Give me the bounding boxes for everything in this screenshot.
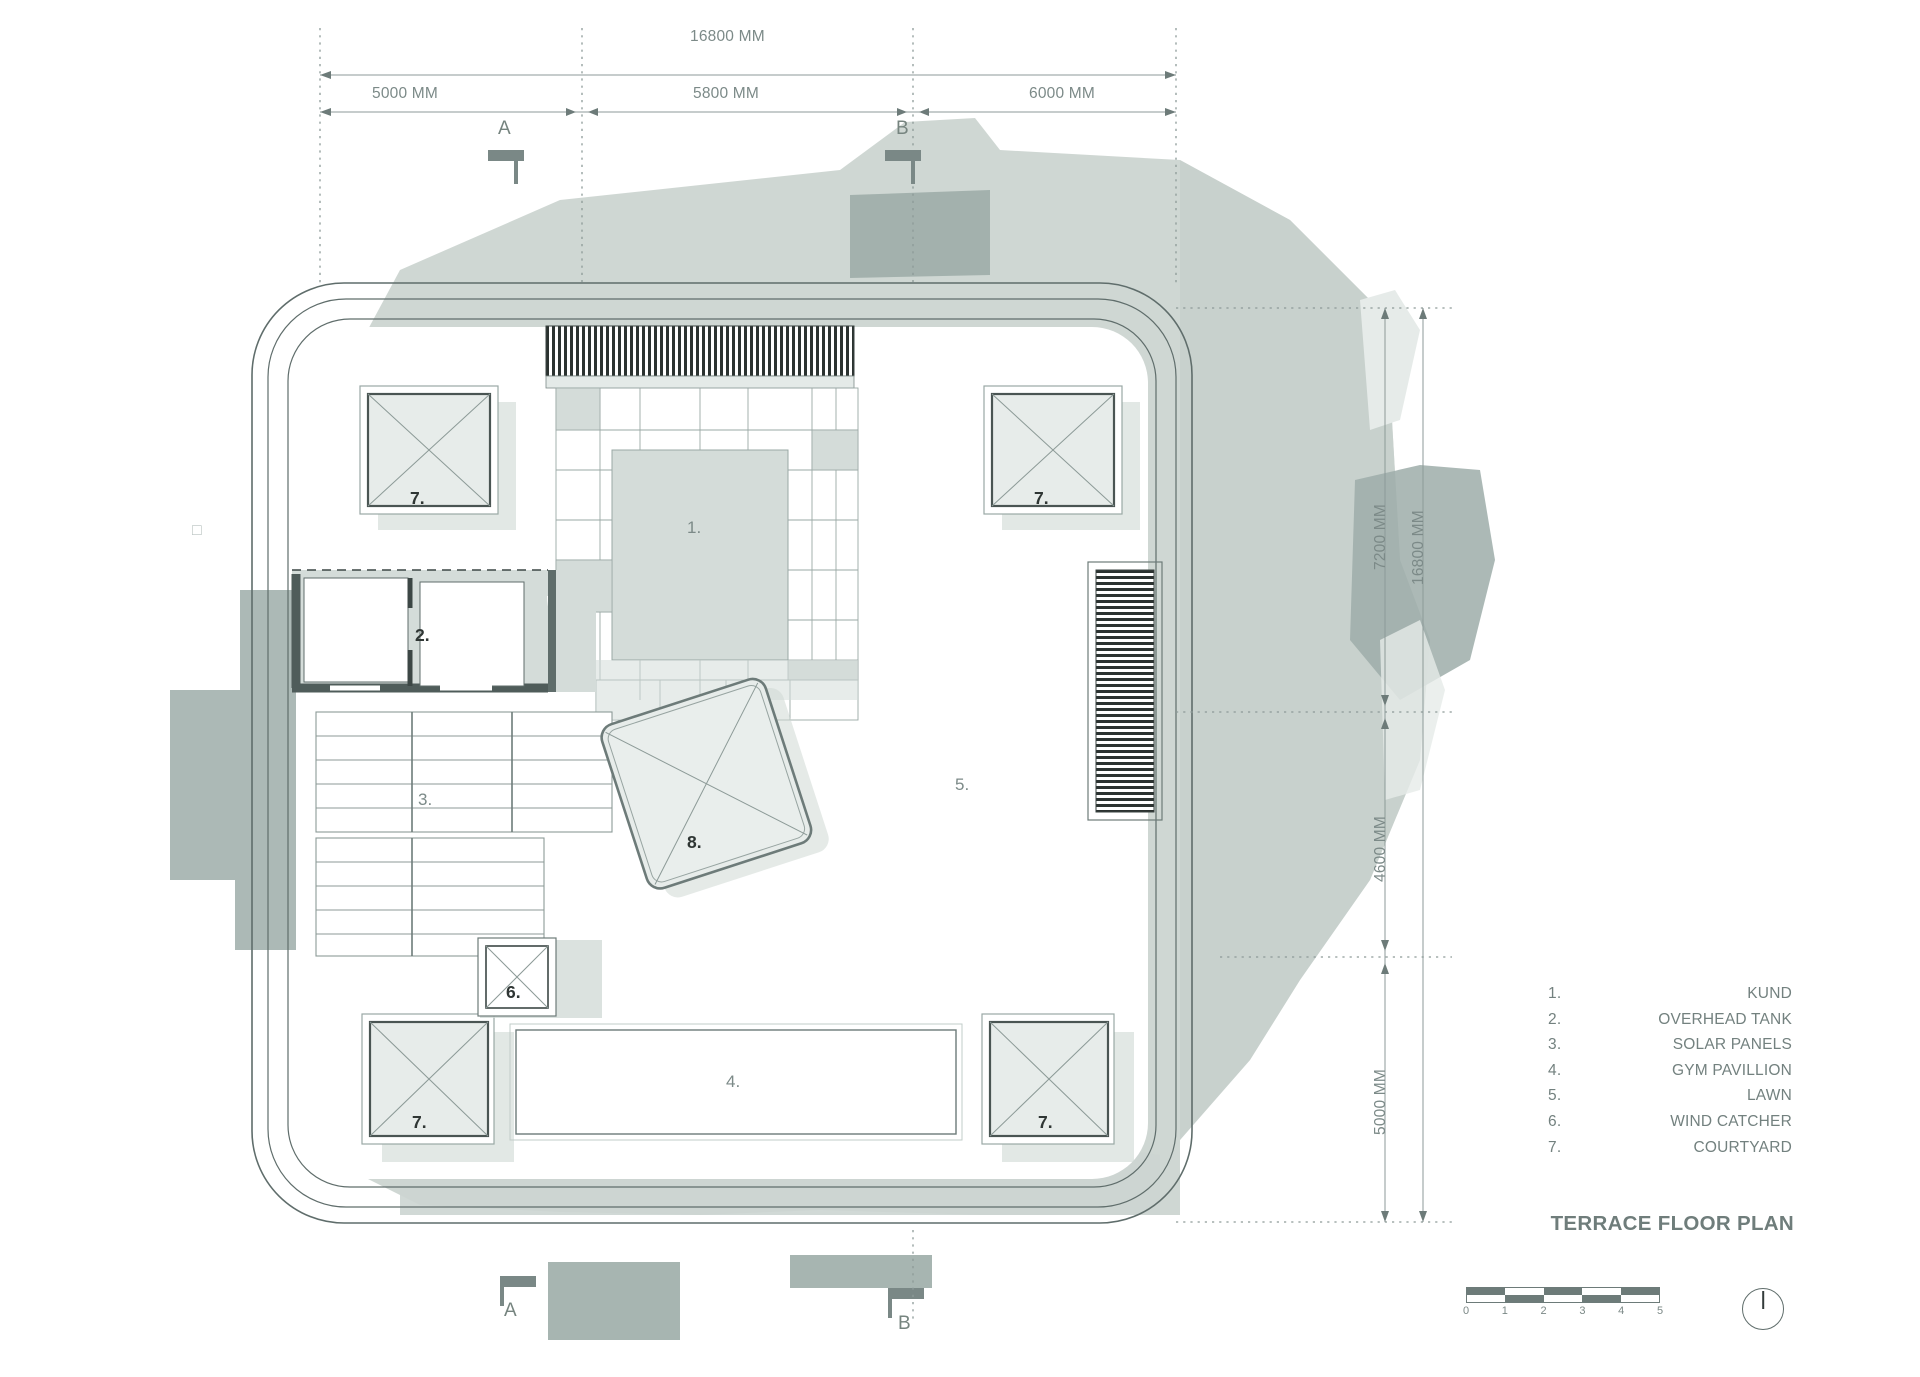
room-tag-wind-catcher: 6.	[506, 982, 521, 1002]
courtyard-sw	[361, 1013, 514, 1162]
room-tag-overhead-tank: 2.	[415, 625, 430, 645]
pergola-louvres-north	[545, 325, 855, 389]
room-tag-courtyard-nw: 7.	[410, 488, 425, 508]
legend-item-2: 2. OVERHEAD TANK	[1548, 1007, 1792, 1033]
legend-item-7-number: 7.	[1548, 1138, 1562, 1156]
section-markers	[488, 150, 924, 1320]
scale-cell	[1466, 1295, 1505, 1303]
legend: 1. KUND 2. OVERHEAD TANK 3. SOLAR PANELS…	[1548, 981, 1792, 1160]
room-tag-lawn: 5.	[955, 775, 970, 794]
louvre-screen-east	[1087, 561, 1163, 821]
scale-cell	[1543, 1287, 1583, 1295]
scale-cell	[1621, 1295, 1660, 1303]
legend-item-1: 1. KUND	[1548, 981, 1792, 1007]
grid-letter-a-top: A	[498, 118, 511, 139]
scale-bar-graphic	[1466, 1287, 1660, 1303]
north-arrow-icon	[1742, 1288, 1784, 1330]
dim-top-seg-1: 5000 MM	[372, 85, 439, 102]
scale-cell	[1582, 1295, 1622, 1303]
legend-item-1-label: KUND	[1747, 985, 1792, 1002]
north-arrow-needle	[1762, 1291, 1764, 1309]
legend-item-2-number: 2.	[1548, 1010, 1562, 1028]
plot-boundary-rings	[251, 282, 1193, 1224]
dim-right-overall: 16800 MM	[1410, 510, 1427, 585]
legend-item-1-number: 1.	[1548, 985, 1562, 1002]
kund-core-block	[555, 387, 859, 721]
legend-item-5: 5. LAWN	[1548, 1083, 1792, 1109]
north-arrow-circle	[1742, 1288, 1784, 1330]
courtyard-ne	[983, 385, 1140, 530]
rotated-pavilion-block	[600, 677, 829, 898]
scale-tick-2: 2	[1540, 1305, 1547, 1317]
legend-item-2-label: OVERHEAD TANK	[1658, 1010, 1792, 1028]
wind-catcher-block	[477, 937, 602, 1018]
room-tag-solar-panels: 3.	[418, 790, 433, 809]
legend-item-3-label: SOLAR PANELS	[1672, 1036, 1792, 1054]
legend-item-7: 7. COURTYARD	[1548, 1135, 1792, 1161]
courtyard-nw	[359, 385, 516, 530]
dim-top-seg-3: 6000 MM	[1029, 85, 1096, 102]
legend-item-3-number: 3.	[1548, 1036, 1562, 1054]
room-tag-rotated-pavilion: 8.	[687, 832, 702, 852]
room-tag-gym-pavillion: 4.	[726, 1072, 741, 1091]
dim-right-seg-3: 5000 MM	[1372, 1068, 1389, 1135]
scale-tick-0: 0	[1462, 1305, 1470, 1317]
scale-cell	[1504, 1295, 1544, 1303]
legend-item-4: 4. GYM PAVILLION	[1548, 1058, 1792, 1084]
legend-item-6-number: 6.	[1548, 1112, 1562, 1130]
scale-cell	[1582, 1287, 1622, 1295]
scale-bar-frame	[1466, 1287, 1660, 1303]
legend-item-3: 3. SOLAR PANELS	[1548, 1032, 1792, 1058]
scale-bar-ticks: 0 1 2 3 4 5	[1462, 1305, 1664, 1321]
legend-item-6-label: WIND CATCHER	[1670, 1112, 1792, 1130]
overhead-tank-block	[291, 569, 597, 693]
dim-right-seg-1: 7200 MM	[1372, 503, 1389, 570]
plan-edge-glyph: □	[192, 522, 202, 539]
gym-pavillion-block	[509, 1023, 963, 1141]
dim-top-seg-2: 5800 MM	[693, 85, 760, 102]
scale-tick-5: 5	[1656, 1305, 1664, 1317]
section-marker-a-bottom	[500, 1276, 536, 1306]
grid-letter-b-bottom: B	[898, 1313, 911, 1334]
legend-item-4-number: 4.	[1548, 1061, 1562, 1079]
legend-item-4-label: GYM PAVILLION	[1671, 1061, 1792, 1079]
courtyard-se	[981, 1013, 1134, 1162]
scale-cell	[1543, 1295, 1583, 1303]
scale-bar: 0 1 2 3 4 5	[1462, 1287, 1664, 1321]
scale-cell	[1466, 1287, 1505, 1295]
scale-tick-3: 3	[1579, 1305, 1586, 1317]
scale-cell	[1621, 1287, 1660, 1295]
room-tag-courtyard-sw: 7.	[412, 1112, 427, 1132]
section-marker-b-top	[885, 150, 921, 184]
section-marker-b-bottom	[888, 1288, 924, 1318]
right-dimension-lines	[1176, 307, 1452, 1223]
scale-tick-1: 1	[1501, 1305, 1508, 1317]
legend-item-7-label: COURTYARD	[1693, 1138, 1792, 1156]
legend-item-5-label: LAWN	[1746, 1087, 1792, 1105]
room-tag-courtyard-se: 7.	[1038, 1112, 1053, 1132]
legend-item-5-number: 5.	[1548, 1087, 1562, 1105]
section-marker-a-top	[488, 150, 524, 184]
page-title: TERRACE FLOOR PLAN	[1550, 1212, 1794, 1235]
grid-letter-a-bottom: A	[504, 1300, 517, 1321]
dim-right-seg-2: 4600 MM	[1372, 815, 1389, 882]
solar-panel-array	[315, 711, 613, 957]
scale-cell	[1504, 1287, 1544, 1295]
room-tag-kund: 1.	[687, 518, 702, 537]
dim-top-overall: 16800 MM	[690, 28, 765, 45]
legend-item-6: 6. WIND CATCHER	[1548, 1109, 1792, 1135]
scale-tick-4: 4	[1618, 1305, 1625, 1317]
top-dimension-lines	[319, 28, 1177, 286]
room-tag-courtyard-ne: 7.	[1034, 488, 1049, 508]
grid-letter-b-top: B	[896, 118, 909, 139]
